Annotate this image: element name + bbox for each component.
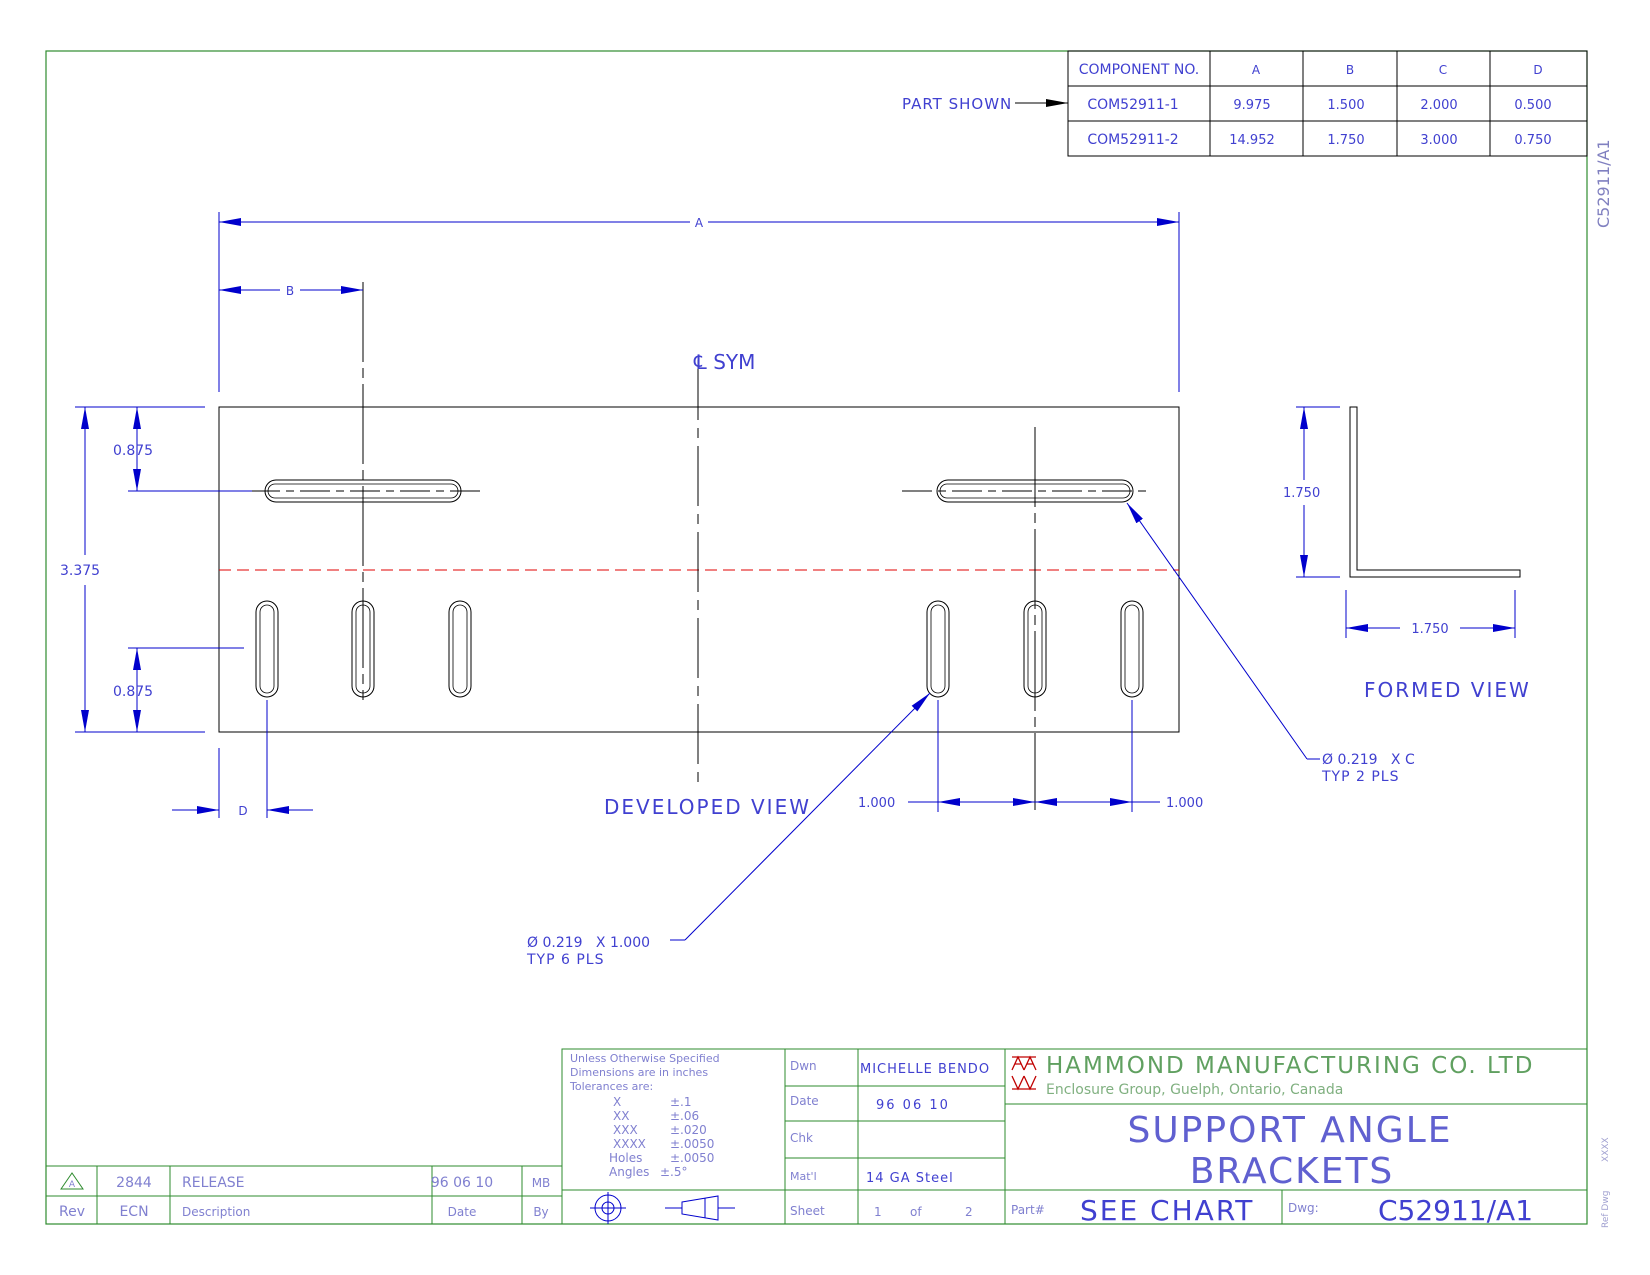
hole-callout-line2: TYP 2 PLS [1321,769,1399,785]
chart-row2-c: 3.000 [1420,133,1457,148]
date-value: 96 06 10 [876,1098,950,1113]
part-number-label: Part# [1011,1203,1045,1217]
vertical-slot [448,600,472,698]
revision-triangle-icon [60,1172,84,1190]
revision-description: RELEASE [182,1175,245,1191]
ref-drawing-label: Ref Dwg [1601,1191,1611,1228]
by-header: By [533,1205,548,1219]
formed-angle-profile [1349,406,1521,578]
tolerance-row-label: Angles [609,1165,649,1179]
sheet-total: 2 [965,1205,973,1219]
chart-row1-b: 1.500 [1327,98,1364,113]
part-number-value: SEE CHART [1080,1194,1254,1227]
chart-row1-d: 0.500 [1514,98,1551,113]
date-label: Date [790,1094,819,1108]
dim-b-label: B [286,284,294,298]
dim-top-offset: 0.875 [113,443,153,459]
rev-header: Rev [59,1204,85,1220]
revision-by: MB [532,1176,551,1190]
chart-header-b: B [1346,63,1354,77]
side-drawing-code: C52911/A1 [1594,139,1613,228]
chart-row1-a: 9.975 [1233,98,1270,113]
vertical-slot [926,600,950,698]
tolerance-row-value: ±.1 [670,1095,692,1109]
center-sym-label: ℄ SYM [693,350,755,374]
hammond-logo-icon [1011,1055,1037,1091]
tolerance-line3: Tolerances are: [569,1080,653,1093]
sheet-number: 1 [874,1205,882,1219]
checked-label: Chk [790,1131,813,1145]
drawing-number-label: Dwg: [1288,1201,1319,1215]
dim-d-label: D [238,804,247,818]
revision-letter: A [69,1180,76,1190]
component-chart: COMPONENT NO. A B C D COM52911-1 9.975 1… [1067,50,1588,157]
ecn-header: ECN [119,1204,148,1220]
developed-view [218,282,1180,810]
dim-a-label: A [695,216,704,230]
ref-drawing-value: XXXX [1601,1137,1611,1162]
tolerance-line2: Dimensions are in inches [570,1066,708,1079]
chart-row1-c: 2.000 [1420,98,1457,113]
slot-callout-line2: TYP 6 PLS [526,952,604,968]
drawing-title-line1: SUPPORT ANGLE [1127,1110,1452,1151]
tolerance-row-value: ±.5° [660,1165,688,1179]
description-header: Description [182,1205,250,1219]
company-name: HAMMOND MANUFACTURING CO. LTD [1046,1053,1534,1079]
dimensions [75,212,1516,941]
tolerance-row-value: ±.0050 [670,1137,714,1151]
tolerance-line1: Unless Otherwise Specified [570,1052,720,1065]
material-label: Mat'l [790,1170,817,1183]
vertical-slot [255,600,279,698]
chart-header-d: D [1533,63,1542,77]
hole-callout-line1: Ø 0.219 X C [1322,752,1415,768]
formed-view-label: FORMED VIEW [1364,678,1531,702]
dim-formed-height: 1.750 [1283,486,1320,501]
sheet-label: Sheet [790,1204,825,1218]
chart-row2-d: 0.750 [1514,133,1551,148]
tolerance-row-label: Holes [609,1151,642,1165]
dim-spacing-left: 1.000 [858,796,895,811]
drawing-title-line2: BRACKETS [1190,1151,1395,1192]
tolerance-row-value: ±.06 [670,1109,699,1123]
dim-height: 3.375 [60,563,100,579]
revision-date: 96 06 10 [431,1175,493,1191]
vertical-slot [1120,600,1144,698]
drawing-number-value: C52911/A1 [1378,1194,1533,1227]
dim-formed-width: 1.750 [1411,622,1448,637]
drawn-by-label: Dwn [790,1059,817,1073]
date-header: Date [448,1205,477,1219]
tolerance-row-label: XXXX [613,1137,646,1151]
chart-row2-a: 14.952 [1229,133,1275,148]
chart-row1-component: COM52911-1 [1087,97,1178,113]
material-value: 14 GA Steel [866,1171,954,1186]
tolerance-row-label: XXX [613,1123,638,1137]
dim-spacing-right: 1.000 [1166,796,1203,811]
tolerance-row-label: X [613,1095,621,1109]
tolerance-row-label: XX [613,1109,629,1123]
title-block [46,1048,1588,1225]
chart-header-a: A [1252,63,1261,77]
chart-row2-component: COM52911-2 [1087,132,1178,148]
chart-header-c: C [1439,63,1447,77]
developed-view-label: DEVELOPED VIEW [604,795,811,819]
company-address: Enclosure Group, Guelph, Ontario, Canada [1046,1082,1343,1098]
slot-callout-line1: Ø 0.219 X 1.000 [527,935,650,951]
revision-ecn: 2844 [116,1175,152,1191]
third-angle-projection-icon [590,1192,735,1224]
drawn-by-value: MICHELLE BENDO [860,1062,990,1077]
chart-row2-b: 1.750 [1327,133,1364,148]
tolerance-row-value: ±.020 [670,1123,707,1137]
revision-block: A 2844 RELEASE 96 06 10 MB Rev ECN Descr… [59,1172,551,1220]
tolerance-row-value: ±.0050 [670,1151,714,1165]
chart-header-component: COMPONENT NO. [1079,62,1200,78]
part-shown-label: PART SHOWN [902,95,1012,113]
sheet-border [45,50,1588,1225]
sheet-of: of [910,1205,922,1219]
dim-bottom-offset: 0.875 [113,684,153,700]
